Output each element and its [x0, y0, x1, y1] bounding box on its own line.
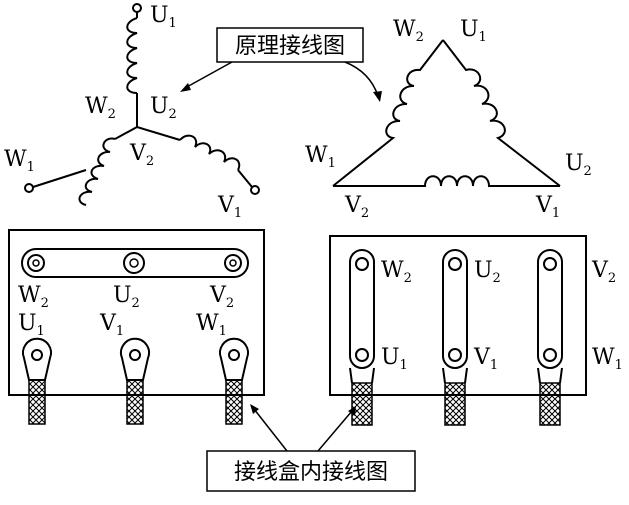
delta-schematic: [332, 39, 561, 187]
star-label-u2: U2: [150, 94, 177, 122]
star-lug-u1: [22, 337, 52, 425]
star-coil-v: [179, 134, 241, 171]
star-box-label-v1: V1: [99, 311, 124, 339]
star-schematic: [24, 3, 260, 206]
delta-coil-left: [332, 39, 444, 187]
star-terminal-v1: [250, 185, 260, 195]
delta-link-2: [442, 249, 468, 369]
star-box-label-u1: U1: [18, 311, 45, 339]
schematic-caption: 原理接线图: [180, 27, 382, 102]
delta-labels: W2 U1 W1 U2 V2 V1: [305, 17, 592, 221]
terminal-box-caption: 接线盒内接线图: [206, 404, 416, 492]
star-terminal-box: W2 U2 V2 U1 V1 W1: [8, 229, 265, 425]
delta-label-u2: U2: [565, 151, 592, 179]
star-lug-v1: [120, 337, 150, 425]
delta-box-label-w2: W2: [381, 258, 412, 286]
delta-terminal-box: W2 U2 V2 U1 V1 W1: [329, 235, 623, 426]
star-box-label-u2: U2: [113, 283, 140, 311]
delta-coil-bottom: [333, 175, 560, 187]
delta-label-v2: V2: [344, 193, 369, 221]
delta-cable-3: [539, 382, 561, 426]
delta-box-label-u1: U1: [381, 345, 408, 373]
delta-link-3: [537, 249, 563, 369]
star-box-label-w1: W1: [196, 311, 227, 339]
delta-label-w2: W2: [393, 17, 424, 45]
delta-box-label-u2: U2: [474, 258, 501, 286]
delta-box-label-v1: V1: [473, 345, 498, 373]
star-terminal-w1: [24, 183, 34, 193]
delta-label-w1: W1: [305, 143, 336, 171]
star-box-label-w2: W2: [18, 283, 49, 311]
schematic-caption-text: 原理接线图: [235, 34, 345, 59]
star-labels: U1 W2 U2 V2 W1 V1: [4, 3, 242, 221]
star-label-v2: V2: [129, 141, 154, 169]
star-label-v1: V1: [217, 193, 242, 221]
star-lug-w1: [219, 337, 249, 425]
delta-cable-2: [444, 382, 466, 426]
star-terminal-u1: [132, 3, 142, 13]
star-box-label-v2: V2: [209, 283, 234, 311]
star-link-bar: [21, 248, 249, 278]
delta-label-u1: U1: [460, 17, 487, 45]
star-label-u1: U1: [150, 3, 177, 31]
delta-label-v1: V1: [535, 193, 560, 221]
delta-coil-right: [442, 39, 561, 187]
star-label-w2: W2: [85, 94, 116, 122]
star-coil-u: [126, 17, 138, 94]
delta-cable-1: [351, 382, 373, 426]
star-coil-w: [78, 137, 116, 206]
star-label-w1: W1: [4, 147, 35, 175]
delta-box-label-w1: W1: [592, 345, 623, 373]
terminal-box-caption-text: 接线盒内接线图: [234, 460, 388, 485]
delta-link-1: [349, 249, 375, 369]
delta-box-label-v2: V2: [591, 258, 616, 286]
